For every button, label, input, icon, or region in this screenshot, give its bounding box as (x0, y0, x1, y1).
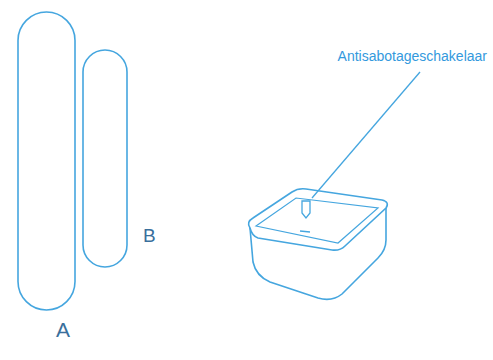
part-letter: B (143, 226, 156, 247)
sensor-inner-rim (256, 198, 378, 243)
sensor-notch (300, 231, 310, 232)
magnet-housing-b (83, 50, 127, 267)
sensor-body (250, 208, 386, 299)
part-label: Antisabotageschakelaar (338, 49, 487, 64)
tamper-switch (302, 201, 310, 218)
leader-line (312, 72, 420, 198)
part-letter: A (56, 318, 70, 341)
sensor-rim (249, 189, 388, 250)
magnet-housing-a (18, 12, 75, 310)
